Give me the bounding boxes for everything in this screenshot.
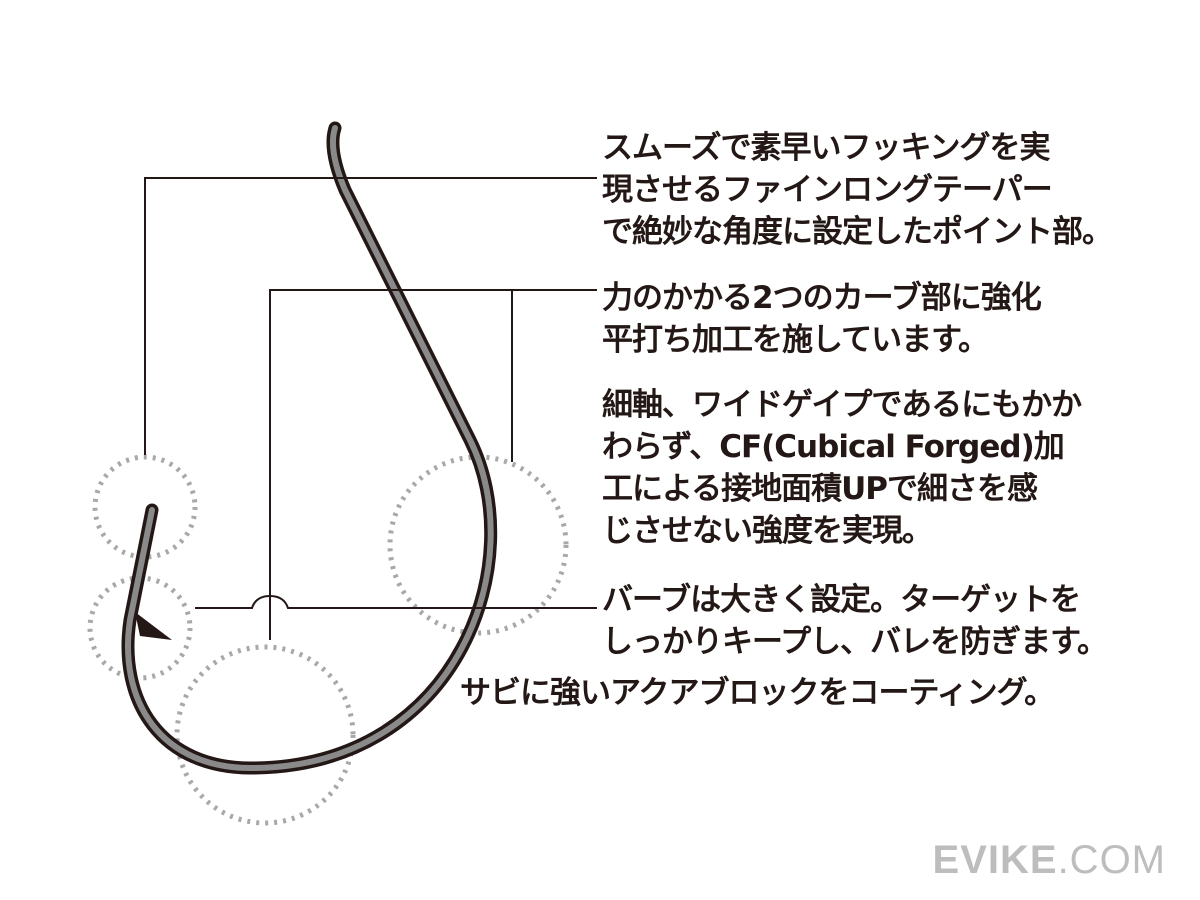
callout-line: バーブは大きく設定。ターゲットを [602, 582, 1081, 618]
callout-line: 工による接地面積UPで細さを感 [602, 471, 1038, 507]
callout-line: スムーズで素早いフッキングを実 [602, 130, 1051, 166]
bend-circle [174, 644, 356, 826]
callout-cf-forged: 細軸、ワイドゲイプであるにもかか わらず、CF(Cubical Forged)加… [602, 384, 1082, 552]
callout-point: スムーズで素早いフッキングを実 現させるファインロングテーパー で絶妙な角度に設… [602, 127, 1113, 253]
callout-barb: バーブは大きく設定。ターゲットを しっかりキープし、バレを防ぎます。 [602, 579, 1108, 663]
callout-line: で絶妙な角度に設定したポイント部。 [602, 214, 1113, 250]
leader-lines [144, 177, 597, 640]
callout-line: 平打ち加工を施しています。 [602, 322, 989, 358]
callout-line: 力のかかる2つのカーブ部に強化 [602, 280, 1042, 316]
barb [135, 612, 172, 640]
callout-line: 細軸、ワイドゲイプであるにもかか [602, 387, 1082, 423]
callout-line: じさせない強度を実現。 [602, 513, 933, 549]
callout-line: 現させるファインロングテーパー [602, 172, 1053, 208]
callout-line: わらず、CF(Cubical Forged)加 [602, 429, 1065, 465]
callout-coating: サビに強いアクアブロックをコーティング。 [460, 672, 1055, 714]
callout-flattened-curves: 力のかかる2つのカーブ部に強化 平打ち加工を施しています。 [602, 277, 1042, 361]
point-circle [92, 454, 198, 560]
watermark-rest: .COM [1057, 838, 1166, 882]
watermark: EVIKE.COM [933, 838, 1166, 883]
hook [121, 121, 498, 775]
watermark-bold: EVIKE [932, 838, 1058, 882]
callout-line: しっかりキープし、バレを防ぎます。 [602, 624, 1108, 660]
callout-line: サビに強いアクアブロックをコーティング。 [460, 675, 1055, 711]
